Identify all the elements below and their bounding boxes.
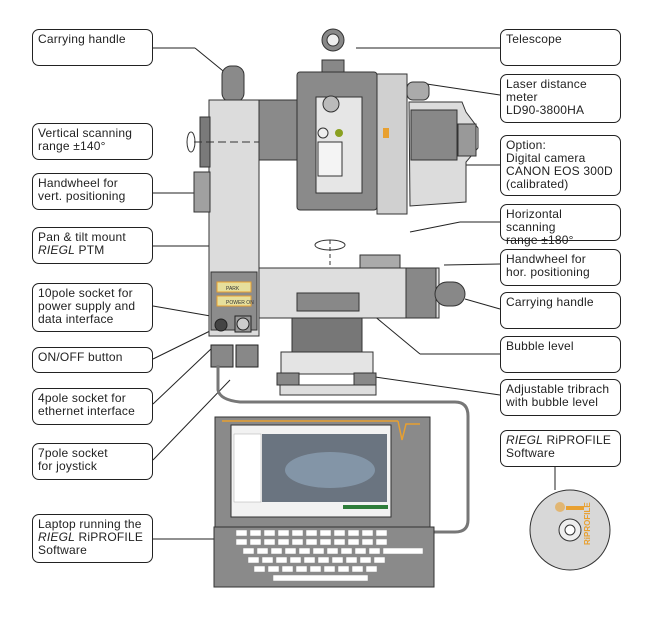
label-text: Bubble level: [506, 339, 574, 353]
label-text: Option:: [506, 138, 547, 152]
label-carrying-handle-top: Carrying handle: [32, 29, 153, 66]
label-vertical-scanning-range: Vertical scanning range ±140°: [32, 123, 153, 160]
label-text: RiPROFILE: [543, 433, 612, 447]
keyboard: [235, 529, 424, 582]
label-laser-distance-meter: Laser distance meter LD90-3800HA: [500, 74, 621, 123]
label-bubble-level: Bubble level: [500, 336, 621, 373]
label-text: Laptop running the: [38, 517, 142, 531]
label-tribrach: Adjustable tribrach with bubble level: [500, 379, 621, 416]
label-text: Handwheel for: [506, 252, 586, 266]
brand-text: RIEGL: [38, 243, 76, 257]
label-horizontal-scanning-range: Horizontal scanning range ±180°: [500, 204, 621, 247]
label-text: Digital camera: [506, 151, 586, 165]
label-text: Adjustable tribrach: [506, 382, 610, 396]
label-text: meter: [506, 90, 538, 104]
cd-label: RiPROFILE: [583, 502, 592, 545]
label-text: RiPROFILE: [75, 530, 144, 544]
label-text: vert. positioning: [38, 189, 126, 203]
label-text: CANON EOS 300D: [506, 164, 613, 178]
label-text: PTM: [75, 243, 105, 257]
label-text: Vertical scanning: [38, 126, 133, 140]
label-on-off-button: ON/OFF button: [32, 347, 153, 373]
pan-tilt-column: PARK POWER ON: [186, 65, 260, 368]
label-text: Laser distance: [506, 77, 587, 91]
power-on-label: POWER ON: [226, 300, 254, 306]
software-cd: RiPROFILE: [529, 489, 611, 571]
label-socket-10pole: 10pole socket for power supply and data …: [32, 283, 153, 332]
label-text: Software: [38, 543, 87, 557]
label-text: Handwheel for: [38, 176, 118, 190]
brand-text: RIEGL: [506, 433, 544, 447]
label-text: Horizontal scanning: [506, 207, 563, 234]
leader-lines: [152, 47, 556, 540]
scanner-head: [258, 28, 479, 215]
horizontal-arm: [258, 239, 466, 396]
label-handwheel-vertical: Handwheel for vert. positioning: [32, 173, 153, 210]
label-text: power supply and: [38, 299, 136, 313]
label-handwheel-horizontal: Handwheel for hor. positioning: [500, 249, 621, 286]
label-text: hor. positioning: [506, 265, 590, 279]
label-laptop: Laptop running the RIEGL RiPROFILE Softw…: [32, 514, 153, 563]
label-text: Software: [506, 446, 555, 460]
label-text: data interface: [38, 312, 114, 326]
label-text: Pan & tilt mount: [38, 230, 126, 244]
park-button-label: PARK: [226, 286, 240, 292]
label-text: Carrying handle: [506, 295, 594, 309]
label-text: ON/OFF button: [38, 350, 123, 364]
cable: [216, 365, 470, 534]
label-text: ethernet interface: [38, 404, 135, 418]
label-text: 7pole socket: [38, 446, 108, 460]
label-text: Telescope: [506, 32, 562, 46]
label-pan-tilt-mount: Pan & tilt mount RIEGL PTM: [32, 227, 153, 264]
label-text: LD90-3800HA: [506, 103, 585, 117]
label-text: range ±140°: [38, 139, 106, 153]
label-text: (calibrated): [506, 177, 569, 191]
label-text: 10pole socket for: [38, 286, 133, 300]
label-text: with bubble level: [506, 395, 599, 409]
label-socket-7pole: 7pole socket for joystick: [32, 443, 153, 480]
label-text: 4pole socket for: [38, 391, 126, 405]
laptop: [213, 416, 435, 588]
label-socket-4pole: 4pole socket for ethernet interface: [32, 388, 153, 425]
label-telescope: Telescope: [500, 29, 621, 66]
brand-text: RIEGL: [38, 530, 76, 544]
label-carrying-handle-side: Carrying handle: [500, 292, 621, 329]
label-text: range ±180°: [506, 233, 574, 247]
label-text: for joystick: [38, 459, 98, 473]
label-software: RIEGL RiPROFILE Software: [500, 430, 621, 467]
label-text: Carrying handle: [38, 32, 126, 46]
label-digital-camera: Option: Digital camera CANON EOS 300D (c…: [500, 135, 621, 196]
